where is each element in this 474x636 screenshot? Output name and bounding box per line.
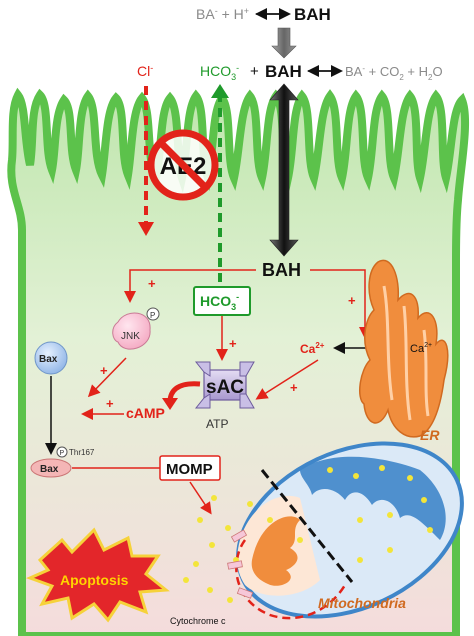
mitochondrion	[235, 441, 464, 620]
bah-cytosol-label: BAH	[262, 260, 301, 280]
bax-phospho-node: Bax P Thr167	[30, 446, 95, 478]
bax-node: Bax	[34, 341, 68, 375]
momp-arrow	[189, 481, 212, 515]
ca-er-label: Ca2+	[410, 342, 432, 355]
mito-cut-line	[260, 469, 354, 583]
eq1-ba: BA- + H+	[196, 6, 249, 22]
bah-transport-arrow	[269, 83, 299, 257]
ae2-blocked-sign: AE2	[147, 129, 219, 201]
sac-enzyme: sAC	[194, 361, 255, 409]
plus-sac: +	[229, 336, 237, 351]
endoplasmic-reticulum	[358, 259, 449, 438]
camp-label: cAMP	[126, 405, 165, 421]
mitochondria-label: Mitochondria	[318, 595, 406, 611]
eq2-products: BA- + CO2 + H2O	[345, 64, 443, 82]
hco3-box-label: HCO3-	[200, 292, 239, 312]
eq1-bah: BAH	[294, 5, 331, 24]
eq2-hco3: HCO3-	[200, 63, 239, 82]
svg-text:P: P	[60, 450, 65, 457]
thr167-label: Thr167	[69, 448, 95, 457]
er-label: ER	[420, 427, 440, 443]
hco3-arrow-head	[211, 84, 229, 98]
cl-label: Cl-	[137, 63, 153, 79]
sac-camp-arrow-head	[162, 398, 178, 410]
ca-cytosol-label: Ca2+	[300, 341, 325, 356]
cl-arrow-head	[138, 222, 154, 236]
bax-phospho-label: Bax	[40, 464, 59, 475]
jnk-node: JNK P	[112, 307, 160, 350]
atp-label: ATP	[206, 417, 228, 431]
bax-label: Bax	[39, 354, 58, 365]
eq2-plus: +	[250, 63, 259, 80]
sac-label: sAC	[206, 377, 244, 398]
cytochrome-c-dots	[183, 495, 253, 603]
grey-down-arrow	[271, 27, 297, 59]
plus-jnk-bax: +	[100, 363, 108, 378]
jnk-to-bax-line	[87, 357, 127, 398]
momp-box	[159, 455, 221, 481]
apoptosis-label: Apoptosis	[60, 572, 129, 588]
plus-jnk: +	[148, 276, 156, 291]
jnk-phospho-icon	[146, 307, 160, 321]
bah-to-jnk-line	[124, 269, 256, 303]
bah-to-ca-line	[310, 269, 371, 339]
bax-phospho-icon	[56, 446, 68, 458]
jnk-label: JNK	[121, 331, 140, 342]
ca-to-sac-line	[255, 359, 319, 400]
mito-pores	[227, 529, 254, 599]
plus-camp: +	[106, 396, 114, 411]
svg-text:P: P	[150, 311, 155, 320]
cytochrome-label: Cytochrome c	[170, 616, 226, 626]
momp-label: MOMP	[166, 461, 213, 478]
apoptosis-burst: Apoptosis	[25, 527, 170, 623]
plus-ca: +	[348, 293, 356, 308]
eq2-bah: BAH	[265, 62, 302, 81]
hco3-box	[193, 286, 251, 316]
plus-ca-sac: +	[290, 380, 298, 395]
